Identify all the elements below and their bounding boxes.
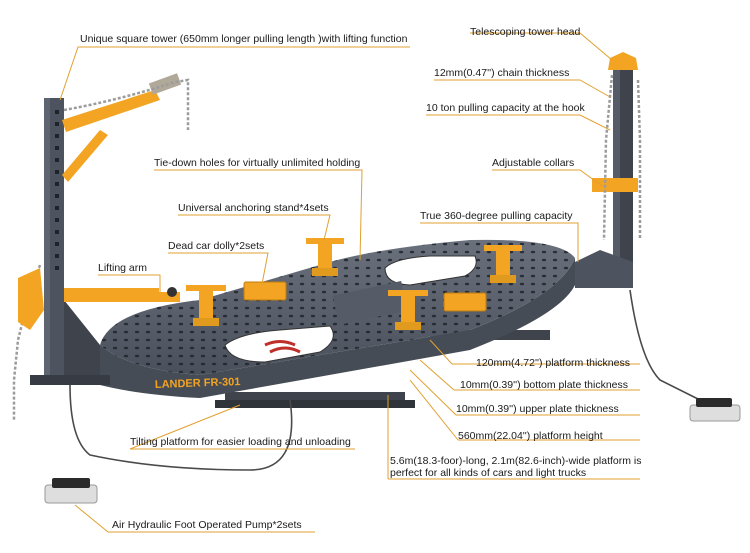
lifting-arm bbox=[64, 287, 180, 302]
leader-lines bbox=[59, 32, 640, 533]
callout-bottom-plate: 10mm(0.39'') bottom plate thickness bbox=[460, 379, 628, 391]
anchoring-stand-1 bbox=[306, 238, 344, 276]
foot-pump-right bbox=[689, 398, 741, 422]
callout-dead-car-dolly: Dead car dolly*2sets bbox=[168, 240, 265, 252]
right-tower bbox=[575, 52, 638, 288]
callout-lifting-arm: Lifting arm bbox=[98, 262, 148, 274]
platform-opening-right bbox=[384, 255, 477, 286]
callout-square-tower: Unique square tower (650mm longer pullin… bbox=[80, 33, 408, 45]
anchoring-stand-2 bbox=[484, 245, 522, 283]
hydraulic-hose-left bbox=[69, 384, 293, 471]
square-tower-left bbox=[30, 98, 110, 385]
callout-foot-pump: Air Hydraulic Foot Operated Pump*2sets bbox=[112, 519, 302, 531]
right-tower-chain bbox=[602, 74, 614, 241]
callout-tower-head: Telescoping tower head bbox=[470, 26, 581, 38]
callout-platform-size: 5.6m(18.3-foor)-long, 2.1m(82.6-inch)-wi… bbox=[390, 455, 642, 479]
tower-clamp bbox=[18, 268, 44, 330]
anchoring-stand-4 bbox=[388, 290, 428, 330]
callout-platform-height: 560mm(22.04'') platform height bbox=[458, 430, 603, 442]
callout-anchoring-stand: Universal anchoring stand*4sets bbox=[178, 202, 329, 214]
dead-car-dolly-1 bbox=[243, 281, 287, 301]
callout-pulling-capacity-hook: 10 ton pulling capacity at the hook bbox=[426, 102, 585, 114]
hydraulic-hose-right bbox=[629, 289, 701, 401]
dead-car-dolly-2 bbox=[443, 292, 487, 312]
platform-side bbox=[100, 258, 575, 398]
callout-platform-thickness: 120mm(4.72'') platform thickness bbox=[476, 357, 630, 369]
callout-upper-plate: 10mm(0.39'') upper plate thickness bbox=[456, 403, 619, 415]
callout-adjustable-collars: Adjustable collars bbox=[492, 157, 575, 169]
anchoring-stand-3 bbox=[186, 285, 226, 326]
callout-tie-down-holes: Tie-down holes for virtually unlimited h… bbox=[154, 157, 361, 169]
platform-opening-left bbox=[224, 325, 334, 363]
brand-plate: LANDER FR-301 bbox=[155, 376, 241, 391]
foot-pump-left bbox=[44, 478, 98, 504]
callout-tilting-platform: Tilting platform for easier loading and … bbox=[130, 436, 351, 448]
callout-pulling-360: True 360-degree pulling capacity bbox=[420, 210, 573, 222]
tower-top-arm bbox=[62, 73, 182, 182]
callout-chain-thickness: 12mm(0.47'') chain thickness bbox=[434, 67, 570, 79]
tower-chain bbox=[63, 78, 190, 130]
